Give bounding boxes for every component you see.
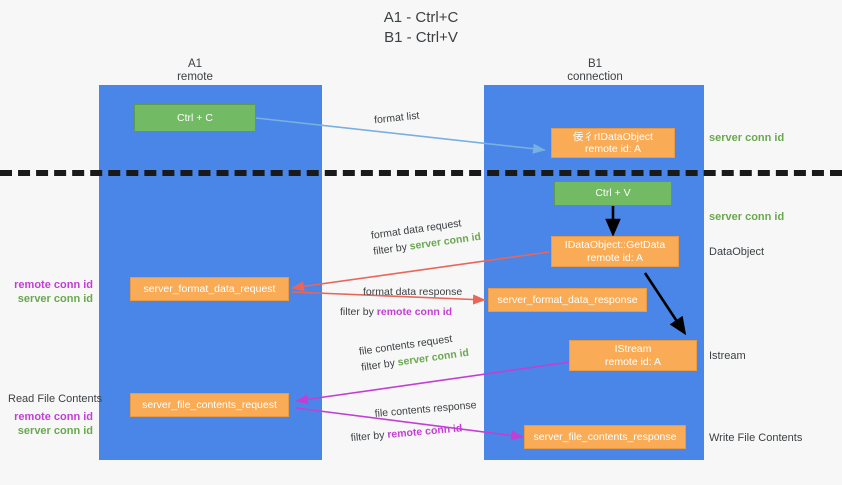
box-ole-dataobject-line2: remote id: A — [584, 143, 642, 155]
box-ole-dataobject-line1: 佞⼻rIDataObject — [573, 130, 653, 143]
box-server-format-data-request-label: server_format_data_request — [143, 282, 276, 295]
label-group-conn-ids-top: remote conn id server conn id — [8, 278, 93, 306]
title-line-1: A1 - Ctrl+C — [383, 9, 459, 26]
box-server-format-data-request[interactable]: server_format_data_request — [130, 277, 289, 301]
box-getdata-line2: remote id: A — [586, 251, 644, 264]
arrow-label-format-data-response-main: format data response — [363, 286, 463, 298]
box-getdata[interactable]: IDataObject::GetData remote id: A — [551, 236, 679, 267]
arrow-label-file-contents-response-filter: filter by remote conn id — [350, 419, 479, 446]
box-ctrl-v[interactable]: Ctrl + V — [554, 181, 672, 206]
box-server-format-data-response[interactable]: server_format_data_response — [488, 288, 647, 312]
arrow-label-file-contents-response-main: file contents response — [374, 399, 477, 420]
lane-header-a1-sub: remote — [177, 71, 213, 83]
label-istream: Istream — [709, 350, 746, 362]
lane-header-b1: B1 connection — [530, 58, 660, 84]
filter-prefix: filter by — [340, 306, 377, 318]
arrow-label-format-data-request: format data request filter by server con… — [370, 213, 482, 260]
box-istream-line2: remote id: A — [604, 355, 662, 368]
title-line-2: B1 - Ctrl+V — [384, 29, 458, 46]
box-istream[interactable]: IStream remote id: A — [569, 340, 697, 371]
filter-prefix: filter by — [350, 428, 388, 445]
box-ctrl-c-label: Ctrl + C — [177, 111, 213, 124]
lane-header-a1-name: A1 — [187, 58, 203, 70]
label-read-file-contents: Read File Contents — [8, 393, 103, 405]
box-ctrl-v-label: Ctrl + V — [595, 187, 631, 200]
box-istream-line1: IStream — [614, 343, 652, 355]
box-server-file-contents-request-label: server_file_contents_request — [142, 398, 277, 411]
label-write-file-contents: Write File Contents — [709, 432, 803, 444]
box-server-file-contents-response[interactable]: server_file_contents_response — [524, 425, 686, 449]
label-remote-conn-id-top: remote conn id — [14, 279, 93, 291]
page-title: A1 - Ctrl+C B1 - Ctrl+V — [0, 8, 842, 48]
label-server-conn-id-left-bottom: server conn id — [17, 425, 93, 437]
dashed-divider — [0, 170, 842, 176]
filter-highlight: remote conn id — [386, 422, 463, 441]
box-server-format-data-response-label: server_format_data_response — [497, 293, 638, 306]
filter-highlight: remote conn id — [376, 306, 453, 318]
filter-prefix: filter by — [372, 240, 411, 258]
box-getdata-line1: IDataObject::GetData — [564, 239, 666, 251]
box-ctrl-c[interactable]: Ctrl + C — [134, 104, 256, 132]
label-server-conn-id-left-top: server conn id — [17, 293, 93, 305]
lane-header-a1: A1 remote — [130, 58, 260, 84]
label-server-conn-id-top: server conn id — [709, 132, 785, 144]
arrow-label-file-contents-response: file contents response filter by remote … — [350, 397, 479, 444]
arrow-label-format-data-response: format data response filter by remote co… — [340, 284, 463, 320]
label-server-conn-id-second: server conn id — [709, 211, 785, 223]
label-group-conn-ids-bottom: remote conn id server conn id — [8, 410, 93, 438]
box-server-file-contents-request[interactable]: server_file_contents_request — [130, 393, 289, 417]
arrow-label-format-list: format list — [373, 109, 421, 127]
arrow-label-format-data-response-filter: filter by remote conn id — [340, 304, 462, 320]
box-server-file-contents-response-label: server_file_contents_response — [533, 430, 677, 443]
lane-header-b1-name: B1 — [587, 58, 603, 70]
filter-prefix: filter by — [360, 356, 399, 374]
box-ole-dataobject[interactable]: 佞⼻rIDataObject remote id: A — [551, 128, 675, 158]
label-remote-conn-id-bottom: remote conn id — [14, 411, 93, 423]
label-dataobject: DataObject — [709, 246, 765, 258]
lane-header-b1-sub: connection — [567, 71, 623, 83]
arrow-label-file-contents-request: file contents request filter by server c… — [358, 329, 470, 376]
